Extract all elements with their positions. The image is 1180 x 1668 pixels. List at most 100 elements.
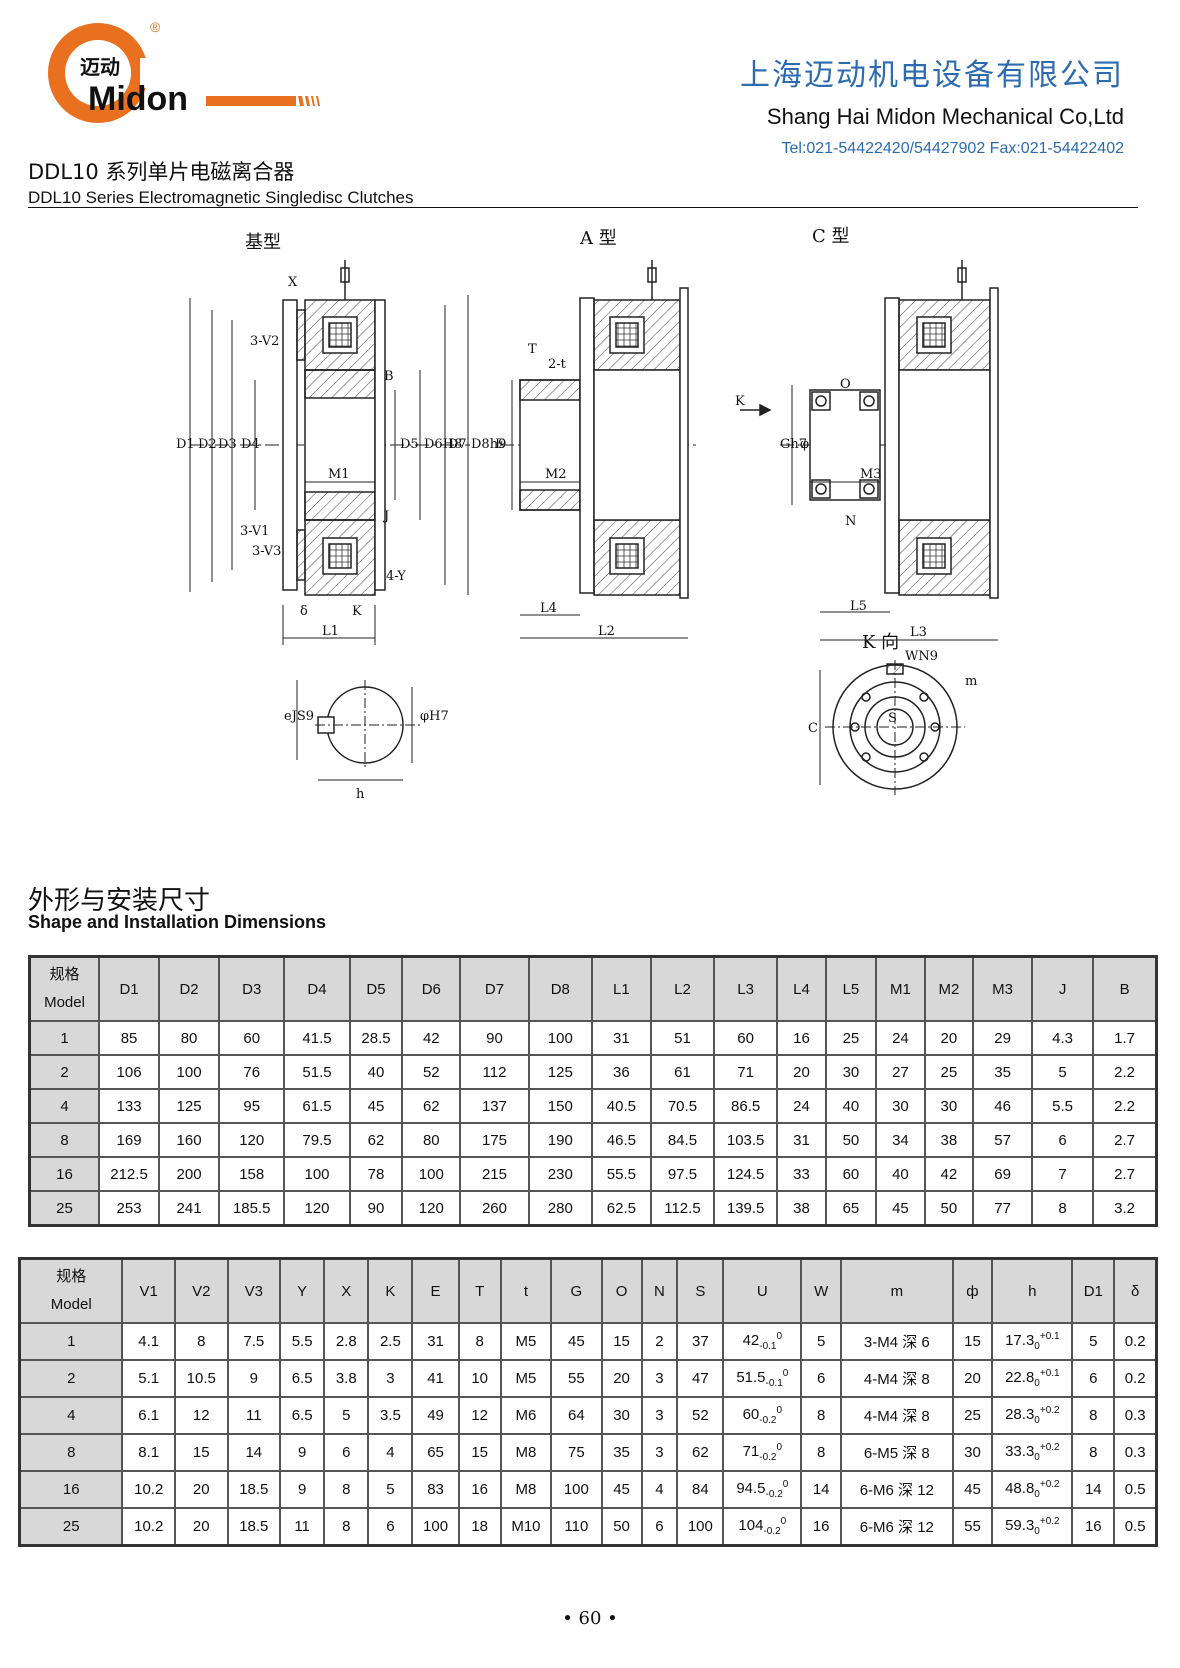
table-cell: 125 [527, 1054, 593, 1090]
column-header: V2 [174, 1257, 229, 1324]
table-cell: 51.5 [283, 1054, 351, 1090]
column-header: D4 [283, 955, 351, 1022]
table-cell: 190 [527, 1122, 593, 1158]
u-upper-tol: 0 [776, 1442, 783, 1453]
table-cell: 12 [174, 1396, 229, 1435]
label-k: K [352, 604, 362, 619]
table-cell: 12 [457, 1396, 502, 1435]
h-upper-tol: +0.1 [1039, 1331, 1060, 1342]
table-cell: 30 [600, 1396, 643, 1435]
table-cell: 4.3 [1031, 1020, 1095, 1056]
table-cell: 6 [640, 1507, 679, 1547]
table-cell: 5 [323, 1396, 370, 1435]
label-e: E [495, 437, 505, 452]
table-cell: 77 [972, 1190, 1034, 1227]
model-cell: 8 [18, 1433, 124, 1472]
table-cell-u: 71-0.20 [722, 1433, 803, 1472]
table-cell: 120 [401, 1190, 462, 1227]
table-cell: 30 [824, 1054, 878, 1090]
column-header: D2 [158, 955, 221, 1022]
table-cell: 16 [457, 1470, 502, 1509]
table-cell: 15 [600, 1322, 643, 1361]
title-divider [28, 207, 1138, 208]
label-s: S [888, 711, 897, 726]
label-b: B [384, 369, 394, 384]
h-value: 28.3 [1005, 1406, 1035, 1423]
label-l1: L1 [322, 624, 339, 639]
table-cell: 100 [158, 1054, 221, 1090]
table-cell: 52 [676, 1396, 725, 1435]
table-cell: 18.5 [226, 1507, 282, 1547]
table-cell: 158 [218, 1156, 286, 1192]
table-cell: 6 [1031, 1122, 1095, 1158]
table-cell: 60 [713, 1020, 779, 1056]
base-type-section: D1 D2 D3 D4 D5 D6H8 D7 D8h9 M1 L1 X B J … [176, 260, 506, 645]
table-cell: 112 [459, 1054, 530, 1090]
table-cell: 4-M4 深 8 [840, 1396, 954, 1435]
table-cell: 100 [411, 1507, 460, 1547]
column-header: D7 [459, 955, 530, 1022]
label-l2: L2 [598, 624, 615, 639]
label-d4: D4 [241, 437, 260, 452]
model-cell: 25 [18, 1507, 124, 1547]
table-cell: M10 [499, 1507, 553, 1547]
table-cell: 40 [348, 1054, 404, 1090]
table-cell: 20 [600, 1359, 643, 1398]
table-cell: 16 [776, 1020, 827, 1056]
table-cell: 6 [800, 1359, 843, 1398]
column-header: L5 [824, 955, 878, 1022]
table-cell: 45 [550, 1322, 603, 1361]
table-cell: 100 [550, 1470, 603, 1509]
table-cell: M5 [499, 1359, 553, 1398]
table-cell: 6 [323, 1433, 370, 1472]
table-cell: 0.3 [1113, 1433, 1158, 1472]
label-m: m [965, 674, 977, 689]
label-o: O [840, 377, 851, 392]
table-cell: 35 [600, 1433, 643, 1472]
table-cell: 30 [923, 1088, 975, 1124]
table-cell-h: 59.30+0.2 [991, 1507, 1074, 1547]
view-label-a: A 型 [579, 228, 617, 249]
label-e-js9: eJS9 [284, 709, 314, 724]
company-name-cn: 上海迈动机电设备有限公司 [740, 58, 1124, 93]
u-lower-tol: -0.2 [759, 1415, 777, 1426]
table-cell: 5 [800, 1322, 843, 1361]
table-cell: 51 [649, 1020, 716, 1056]
table-cell: 64 [550, 1396, 603, 1435]
logo-en-text: Midon [88, 80, 188, 118]
table-cell: 18.5 [226, 1470, 282, 1509]
table-cell: 6.1 [121, 1396, 176, 1435]
table-cell: 41 [411, 1359, 460, 1398]
table-cell: 70.5 [649, 1088, 716, 1124]
u-lower-tol: -0.1 [759, 1341, 777, 1352]
column-header: t [499, 1257, 553, 1324]
column-header: D8 [527, 955, 593, 1022]
table-cell: 50 [824, 1122, 878, 1158]
table-cell: 5.5 [1031, 1088, 1095, 1124]
table-cell: 9 [279, 1470, 326, 1509]
h-lower-tol: 0 [1034, 1526, 1040, 1537]
table-cell: 62 [348, 1122, 404, 1158]
label-n: N [845, 514, 856, 529]
u-value: 94.5 [736, 1480, 766, 1497]
table-cell-u: 104-0.20 [722, 1507, 803, 1547]
table-cell-u: 94.5-0.20 [722, 1470, 803, 1509]
column-header: Y [279, 1257, 326, 1324]
table-cell: 10.5 [174, 1359, 229, 1398]
view-label-k: K 向 [862, 632, 899, 653]
table-cell: 8 [1071, 1396, 1116, 1435]
table-cell: 55 [951, 1507, 994, 1547]
bore-detail: eJS9 h φH7 [284, 680, 449, 802]
column-header: D1 [98, 955, 161, 1022]
table-cell: 6-M6 深 12 [840, 1507, 954, 1547]
table-cell: 2.2 [1092, 1088, 1158, 1124]
table-cell: 55 [550, 1359, 603, 1398]
column-header: M3 [972, 955, 1034, 1022]
table-cell: 50 [600, 1507, 643, 1547]
technical-drawings: 基型 A 型 C 型 K 向 [0, 220, 1180, 850]
table-cell: 10 [457, 1359, 502, 1398]
table-cell: 95 [218, 1088, 286, 1124]
